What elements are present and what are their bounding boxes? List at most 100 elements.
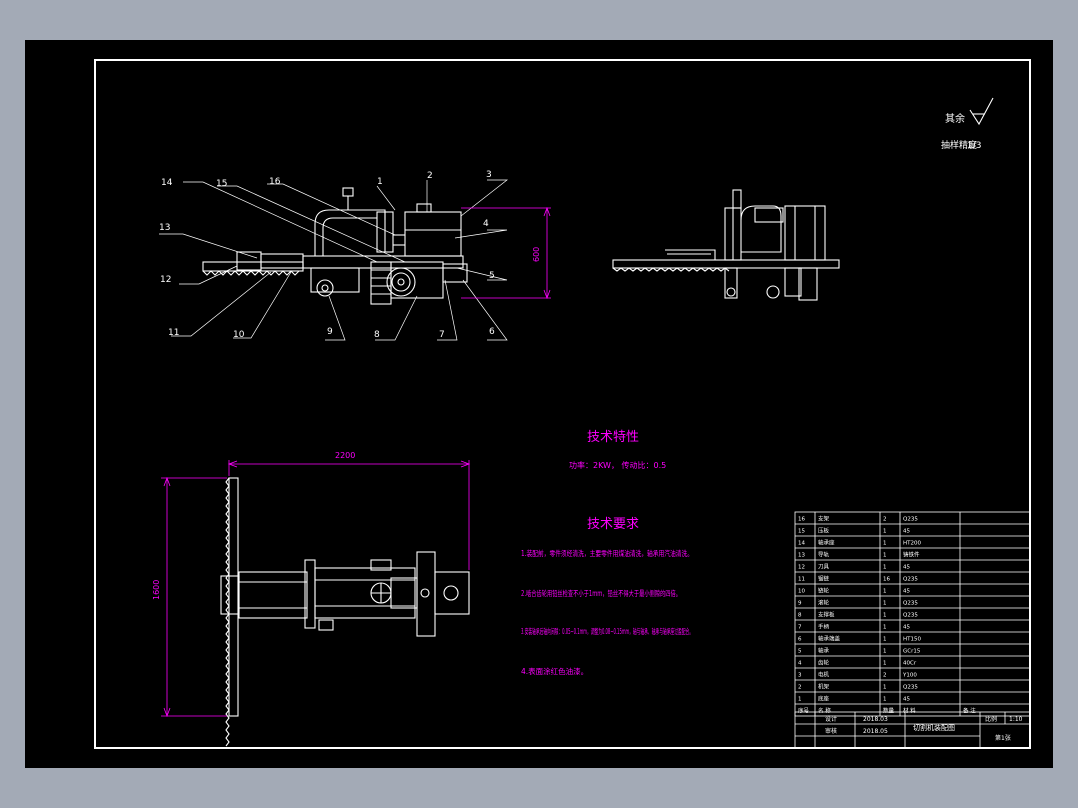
parts-table-header-cell: 序号 [798, 707, 810, 715]
parts-table-cell: 支架 [818, 515, 830, 523]
parts-table-cell: 手柄 [818, 623, 830, 631]
parts-table-cell: 压板 [818, 527, 830, 535]
parts-table-cell: HT200 [903, 541, 921, 547]
dim-1600: 1600 [152, 580, 161, 600]
side-view-callouts: 14 15 16 13 12 11 10 9 8 7 6 5 4 3 2 1 [159, 170, 509, 341]
dim-600: 600 [532, 247, 541, 262]
top-view-dimensions: 2200 1600 [152, 451, 471, 718]
parts-table-cell: 5 [798, 649, 802, 655]
roughness-value: 1/3 [967, 141, 981, 151]
end-view [612, 189, 840, 301]
top-view [220, 477, 470, 747]
callout-6: 6 [489, 327, 495, 337]
parts-table-cell: 2 [798, 685, 802, 691]
callout-13: 13 [159, 223, 170, 233]
parts-table-cell: 3 [798, 673, 802, 679]
side-view-height-dimension: 600 [461, 206, 551, 300]
drawing-sheet: 其余 抽样精度 1/3 [94, 59, 1031, 749]
callout-16: 16 [269, 177, 281, 187]
parts-table-cell: 16 [883, 577, 890, 583]
parts-table-header-cell: 备 注 [963, 707, 976, 715]
parts-table-cell: 链轮 [818, 587, 830, 595]
roughness-note: 其余 抽样精度 1/3 [941, 97, 994, 151]
callout-2: 2 [427, 171, 433, 181]
sheet-number: 第1张 [995, 734, 1011, 742]
parts-table-cell: 45 [903, 697, 910, 703]
requirement-3: 3.安装轴承后轴向间隙：0.05~0.1mm，调整为0.08~0.15mm，轴与… [521, 626, 693, 636]
parts-table-cell: 45 [903, 625, 910, 631]
parts-table-cell: 轴承 [818, 647, 830, 655]
parts-table-cell: 1 [883, 637, 887, 643]
dim-2200: 2200 [335, 451, 355, 460]
requirement-2: 2.啮合齿轮用铅丝检查不小于1mm，铅丝不得大于最小侧隙的四倍。 [521, 588, 681, 598]
parts-table-cell: 1 [883, 685, 887, 691]
parts-table-cell: 1 [883, 565, 887, 571]
side-view [202, 187, 468, 305]
roughness-note-label: 抽样精度 [941, 139, 977, 151]
requirement-1: 1.装配前，零件须经清洗，主要零件用煤油清洗，轴承用汽油清洗。 [521, 548, 693, 558]
parts-table-cell: 1 [883, 649, 887, 655]
scale-value: 1:10 [1009, 716, 1023, 723]
callout-12: 12 [160, 275, 171, 285]
parts-table-cell: 16 [798, 517, 805, 523]
parts-table-cell: 铸铁件 [903, 551, 920, 559]
requirement-4: 4.表面涂红色油漆。 [521, 666, 588, 676]
parts-table-cell: 10 [798, 589, 805, 595]
parts-table-cell: 1 [883, 661, 887, 667]
parts-table-cell: Q235 [903, 577, 918, 583]
check-date: 2018.05 [863, 728, 888, 735]
parts-table-cell: 1 [883, 589, 887, 595]
parts-table-cell: Y100 [902, 673, 917, 679]
parts-table-cell: 1 [883, 553, 887, 559]
parts-table-cell: 8 [798, 613, 802, 619]
parts-table-header-cell: 材 料 [903, 707, 916, 715]
design-date: 2018.03 [863, 716, 888, 723]
parts-table-cell: 电机 [818, 671, 830, 679]
scale-label: 比例 [985, 715, 997, 723]
parts-table-cell: 45 [903, 529, 910, 535]
roughness-label: 其余 [945, 112, 965, 125]
parts-table-cell: Q235 [903, 517, 918, 523]
parts-table-cell: 6 [798, 637, 802, 643]
parts-table-cell: 4 [798, 661, 802, 667]
checker-label: 审核 [825, 727, 837, 735]
parts-table-cell: 2 [883, 673, 887, 679]
parts-table-cell: 45 [903, 565, 910, 571]
parts-table-cell: HT150 [903, 637, 921, 643]
parts-table-cell: 1 [883, 541, 887, 547]
parts-table-cell: 齿轮 [818, 659, 830, 667]
cad-viewport[interactable]: 其余 抽样精度 1/3 [25, 40, 1053, 768]
designer-label: 设计 [825, 715, 837, 723]
parts-table-cell: 底座 [818, 695, 830, 703]
callout-7: 7 [439, 330, 445, 340]
technical-characteristics: 技术特性 功率：2KW， 传动比：0.5 [569, 430, 666, 470]
parts-table-cell: 2 [883, 517, 887, 523]
callout-15: 15 [216, 179, 227, 189]
parts-table-cell: 刀具 [818, 564, 830, 571]
parts-table-cell: Q235 [903, 613, 918, 619]
parts-table-cell: 9 [798, 601, 802, 607]
parts-table-cell: 13 [798, 553, 805, 559]
parts-table-cell: 14 [798, 541, 805, 547]
parts-table-cell: 导轨 [818, 551, 830, 559]
parts-table-cell: 支撑板 [818, 611, 835, 619]
parts-table-cell: 7 [798, 625, 802, 631]
parts-table-cell: 机架 [818, 683, 830, 691]
parts-table-frame [794, 511, 1031, 717]
parts-table-cell: 轴承端盖 [818, 635, 841, 643]
parts-table-cell: 锯链 [818, 575, 830, 583]
parts-table-cell: 15 [798, 529, 805, 535]
parts-table-cell: Q235 [903, 685, 918, 691]
parts-table-cell: 1 [883, 625, 887, 631]
parts-table-cell: 1 [883, 613, 887, 619]
requirements-title: 技术要求 [587, 517, 639, 532]
roughness-check-icon [969, 97, 994, 126]
parts-table-cell: 12 [798, 565, 805, 571]
parts-table-cell: 1 [798, 697, 802, 703]
callout-9: 9 [327, 327, 333, 337]
callout-10: 10 [233, 330, 245, 340]
parts-table-cell: 45 [903, 589, 910, 595]
callout-1: 1 [377, 177, 383, 187]
characteristics-line: 功率：2KW， 传动比：0.5 [569, 460, 666, 470]
